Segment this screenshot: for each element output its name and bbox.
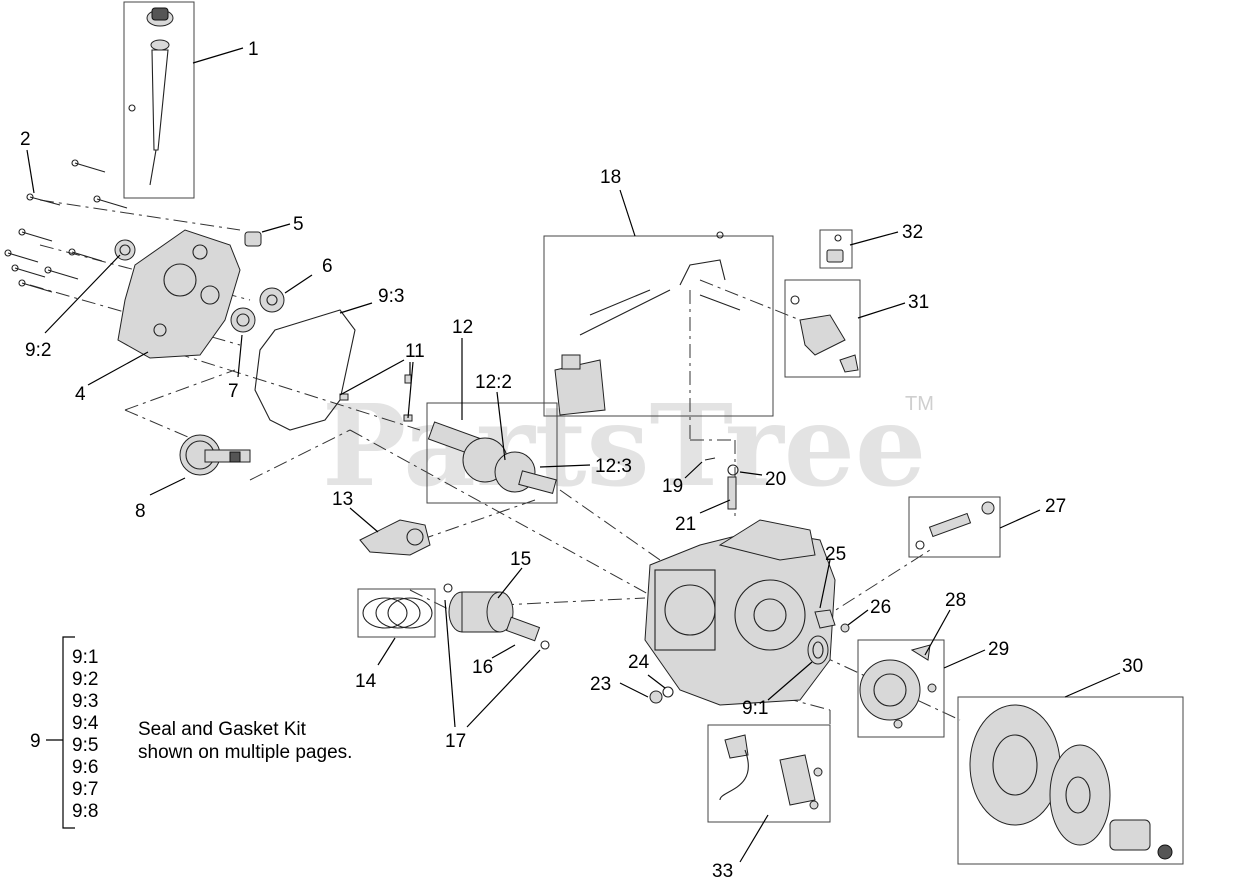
- callout-4: 4: [75, 384, 86, 405]
- partstree-watermark: PartsTree: [322, 381, 926, 512]
- callout-6: 6: [322, 256, 333, 277]
- carburetor-assembly: [543, 231, 774, 417]
- callout-9-2: 9:2: [25, 340, 51, 361]
- crankcase-cover: [114, 229, 241, 359]
- callout-29: 29: [988, 639, 1009, 660]
- callout-24: 24: [628, 652, 650, 673]
- governor-arm-assembly: [784, 279, 861, 378]
- crankcase-gasket: [254, 309, 356, 431]
- callout-30: 30: [1122, 656, 1143, 677]
- kit-item: 9:1: [72, 647, 98, 668]
- washer: [727, 464, 739, 476]
- callout-9-1: 9:1: [742, 698, 768, 719]
- dowel-pin: [339, 393, 349, 401]
- callout-14: 14: [355, 671, 377, 692]
- kit-group-number: 9: [30, 731, 41, 752]
- piston-rings: [357, 588, 436, 638]
- callout-5: 5: [293, 214, 304, 235]
- callout-18: 18: [600, 167, 621, 188]
- callout-20: 20: [765, 469, 786, 490]
- callout-27: 27: [1045, 496, 1066, 517]
- callout-23: 23: [590, 674, 611, 695]
- callout-12-3: 12:3: [595, 456, 632, 477]
- ignition-coil-assembly: [707, 724, 831, 823]
- kit-note-line-2: shown on multiple pages.: [138, 742, 352, 763]
- callout-33: 33: [712, 861, 733, 882]
- kit-item: 9:8: [72, 801, 98, 822]
- callout-21: 21: [675, 514, 696, 535]
- kit-item: 9:7: [72, 779, 98, 800]
- stator-assembly: [857, 639, 945, 738]
- kit-item: 9:4: [72, 713, 99, 734]
- piston-pin: [505, 616, 541, 642]
- drain-washer: [662, 686, 674, 698]
- callout-9-3: 9:3: [378, 286, 404, 307]
- callout-19: 19: [662, 476, 683, 497]
- callout-17: 17: [445, 731, 466, 752]
- dowel-pin: [404, 374, 412, 384]
- callout-26: 26: [870, 597, 891, 618]
- pin-clip: [443, 583, 453, 593]
- drain-plug: [649, 690, 663, 704]
- throttle-part: [819, 229, 853, 269]
- callout-2: 2: [20, 129, 31, 150]
- callout-31: 31: [908, 292, 929, 313]
- kit-item: 9:2: [72, 669, 98, 690]
- alignment-lines: [29, 199, 961, 725]
- callout-25: 25: [825, 544, 846, 565]
- governor-shaft: [727, 476, 737, 510]
- callout-16: 16: [472, 657, 493, 678]
- callout-8: 8: [135, 501, 146, 522]
- piston: [448, 591, 514, 633]
- callout-32: 32: [902, 222, 923, 243]
- crankcase-bolts: [4, 159, 128, 293]
- kit-item: 9:3: [72, 691, 98, 712]
- callout-12-2: 12:2: [475, 372, 512, 393]
- watermark-trademark: TM: [905, 393, 934, 415]
- small-gears-bearing: [230, 231, 285, 333]
- bracket: [814, 609, 836, 629]
- callout-28: 28: [945, 590, 966, 611]
- sensor-assembly: [908, 496, 1001, 558]
- callout-13: 13: [332, 489, 353, 510]
- flywheel-assembly: [957, 696, 1184, 865]
- callout-1: 1: [248, 39, 259, 60]
- seal-gasket-kit-legend: 9 9:1 9:2 9:3 9:4 9:5 9:6 9:7 9:8 Seal a…: [30, 636, 352, 829]
- callout-15: 15: [510, 549, 531, 570]
- kit-item: 9:6: [72, 757, 98, 778]
- connecting-rod: [359, 519, 431, 556]
- oil-seal: [807, 635, 829, 665]
- dipstick-tube-assembly: [123, 1, 195, 199]
- camshaft-gear: [179, 434, 251, 476]
- kit-item: 9:5: [72, 735, 98, 756]
- kit-note-line-1: Seal and Gasket Kit: [138, 719, 307, 740]
- callout-12: 12: [452, 317, 473, 338]
- governor-pin: [704, 457, 716, 461]
- crankshaft-assembly: [426, 402, 558, 504]
- callout-7: 7: [228, 381, 239, 402]
- leader-lines: [26, 47, 1121, 863]
- pin-clip: [540, 640, 550, 650]
- engine-block: [644, 519, 836, 706]
- callout-11: 11: [405, 341, 425, 362]
- bolt: [840, 623, 850, 633]
- callout-labels: 1 2 5 6 9:2 4 7 9:3 11 12 12:2 12:3 8 13…: [20, 39, 1143, 882]
